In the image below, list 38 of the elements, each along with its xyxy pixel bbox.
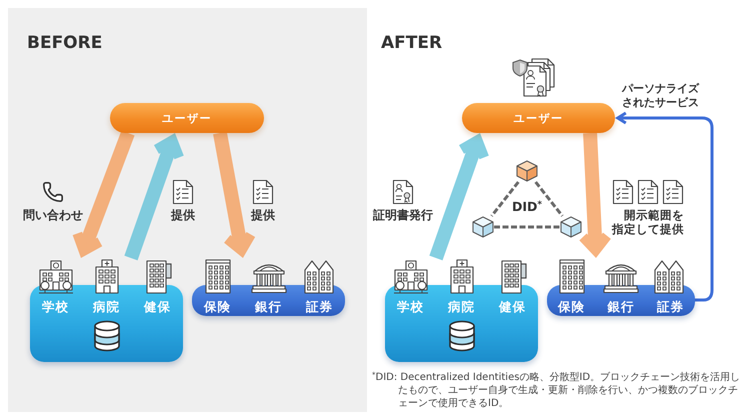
institution-label: 学校 (397, 299, 424, 314)
institution-label: 健保 (499, 299, 526, 314)
institution-label: 証券 (656, 299, 684, 314)
arrow (578, 132, 612, 256)
institution-panel (192, 258, 345, 316)
edge-label: 開示範囲を指定して提供 (612, 208, 684, 236)
institution-label: 健保 (144, 299, 171, 314)
chain-line (490, 181, 520, 217)
user-pill: ユーザー (110, 103, 264, 133)
edge-label: 提供 (170, 208, 196, 222)
arrow (72, 130, 135, 256)
cube-icon (560, 216, 582, 238)
institution-panel (385, 258, 538, 362)
arrow (124, 135, 184, 260)
cube-icon (472, 216, 494, 238)
institution-label: 病院 (448, 299, 475, 314)
arrow (429, 135, 490, 260)
arrow (213, 132, 256, 256)
edge-label: 証明書発行 (372, 208, 434, 222)
institution-label: 病院 (93, 299, 120, 314)
institution-label: 銀行 (607, 299, 634, 314)
institution-label: 証券 (306, 299, 333, 314)
footnote: $^{*}$DID: Decentralized Identitiesの略、分散型ID。ブロックチェーン技術を活用したもので、ユーザー自身で生成・更新・削除を行い、かつ複数のブロックチェーンで使用できるID。 (372, 371, 742, 410)
institution-label: 学校 (42, 299, 69, 314)
edge-label: 問い合わせ (22, 208, 84, 222)
edge-label: 提供 (250, 208, 276, 222)
chain-line (494, 226, 560, 228)
chain-line (534, 181, 564, 217)
section-panel (8, 8, 367, 412)
institution-label: 銀行 (255, 299, 282, 314)
section-heading: AFTER (381, 33, 442, 53)
institution-panel (30, 258, 183, 362)
cube-icon (516, 160, 538, 182)
section-heading: BEFORE (27, 33, 102, 53)
user-pill: ユーザー (462, 103, 615, 133)
institution-label: 保険 (204, 299, 231, 314)
institution-panel (547, 258, 695, 316)
institution-label: 保険 (558, 299, 586, 314)
